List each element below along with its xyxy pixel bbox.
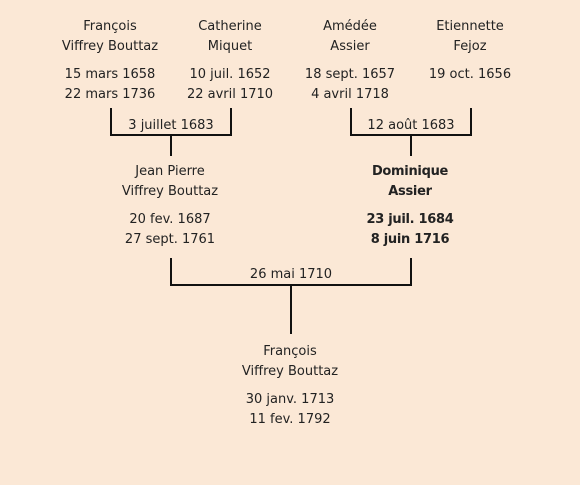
given-name: Catherine (198, 19, 262, 34)
surname: Miquet (207, 39, 253, 54)
given-name: Dominique (371, 164, 449, 179)
death-date: 8 juin 1716 (370, 232, 450, 247)
connector-line (110, 134, 232, 136)
surname: Viffrey Bouttaz (121, 184, 219, 199)
birth-date: 18 sept. 1657 (304, 67, 396, 82)
person-jean-pierre: Jean Pierre Viffrey Bouttaz 20 fev. 1687… (100, 162, 240, 250)
birth-date: 20 fev. 1687 (129, 212, 211, 227)
person-amedee-assier: Amédée Assier 18 sept. 1657 4 avril 1718 (290, 17, 410, 105)
death-date: 4 avril 1718 (311, 87, 389, 102)
marriage-date-paternal: 3 juillet 1683 (128, 118, 214, 133)
given-name: Jean Pierre (135, 164, 205, 179)
death-date: 11 fev. 1792 (249, 412, 331, 427)
connector-line (410, 136, 412, 156)
surname: Assier (388, 184, 432, 199)
surname: Assier (330, 39, 370, 54)
connector-line (170, 136, 172, 156)
death-date: 22 mars 1736 (64, 87, 156, 102)
connector-line (230, 108, 232, 136)
death-date: 22 avril 1710 (186, 87, 274, 102)
connector-line (350, 108, 352, 136)
birth-date: 15 mars 1658 (64, 67, 156, 82)
person-catherine-miquet: Catherine Miquet 10 juil. 1652 22 avril … (170, 17, 290, 105)
birth-date: 23 juil. 1684 (366, 212, 454, 227)
birth-date: 30 janv. 1713 (245, 392, 335, 407)
connector-line (170, 258, 172, 286)
connector-line (290, 286, 292, 334)
connector-line (170, 284, 412, 286)
marriage-date-parents: 26 mai 1710 (249, 267, 333, 282)
birth-date: 19 oct. 1656 (428, 67, 512, 82)
person-dominique-assier: Dominique Assier 23 juil. 1684 8 juin 17… (340, 162, 480, 250)
given-name: François (83, 19, 137, 34)
birth-date: 10 juil. 1652 (189, 67, 271, 82)
marriage-date-maternal: 12 août 1683 (367, 118, 455, 133)
connector-line (110, 108, 112, 136)
given-name: Etiennette (436, 19, 504, 34)
given-name: François (263, 344, 317, 359)
connector-line (470, 108, 472, 136)
surname: Fejoz (453, 39, 487, 54)
person-francois-grandfather: François Viffrey Bouttaz 15 mars 1658 22… (50, 17, 170, 105)
connector-line (350, 134, 472, 136)
surname: Viffrey Bouttaz (61, 39, 159, 54)
connector-line (410, 258, 412, 286)
person-etiennette-fejoz: Etiennette Fejoz 19 oct. 1656 (410, 17, 530, 85)
death-date: 27 sept. 1761 (124, 232, 216, 247)
surname: Viffrey Bouttaz (241, 364, 339, 379)
person-francois-subject: François Viffrey Bouttaz 30 janv. 1713 1… (220, 342, 360, 430)
given-name: Amédée (323, 19, 377, 34)
